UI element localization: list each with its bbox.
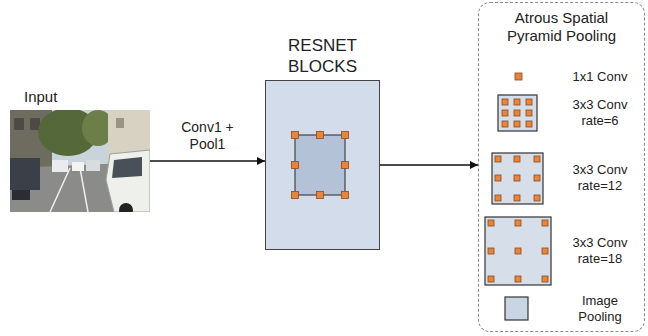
flow-arrow <box>150 160 265 162</box>
conv-1x1-icon <box>515 73 522 80</box>
branch-label: 3x3 Conv rate=6 <box>564 97 636 128</box>
branch-label: 3x3 Conv rate=12 <box>564 162 636 193</box>
conv-rate6-icon <box>498 95 537 131</box>
conv-rate18-icon <box>485 217 551 285</box>
branch-label: 3x3 Conv rate=18 <box>564 235 636 266</box>
conv-rate12-icon <box>492 153 543 204</box>
edge-label: Conv1 + Pool1 <box>170 119 246 153</box>
resnet-block: RESNET BLOCKS <box>265 80 380 250</box>
street-photo <box>10 110 150 212</box>
node-heading: Atrous Spatial Pyramid Pooling <box>479 9 644 45</box>
input-image: Input <box>10 110 150 212</box>
node-heading: Input <box>10 88 150 106</box>
branch-label: Image Pooling <box>564 293 636 324</box>
image-pooling-icon <box>505 297 528 320</box>
flow-arrow <box>380 164 478 166</box>
branch-label: 1x1 Conv <box>564 69 636 85</box>
node-heading: RESNET BLOCKS <box>266 36 379 77</box>
feature-kernel-icon <box>266 81 378 248</box>
